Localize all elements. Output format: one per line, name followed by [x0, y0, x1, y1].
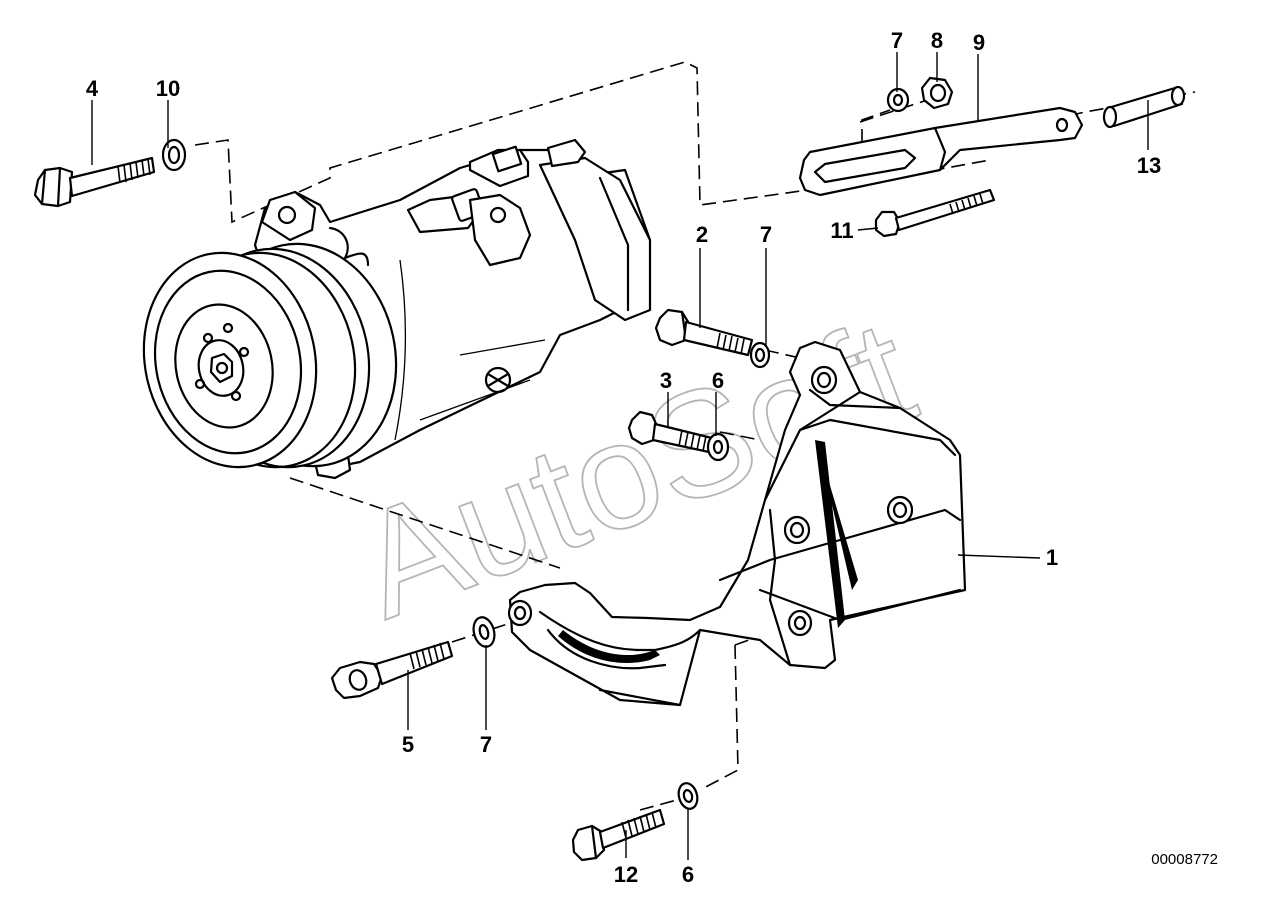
washer-6-upper [706, 432, 730, 462]
nut-8 [920, 76, 954, 110]
bolt-12 [571, 808, 666, 862]
washer-7-lower [472, 616, 496, 648]
callout-5: 5 [402, 732, 414, 757]
callout-6-upper: 6 [712, 368, 724, 393]
diagram-reference-number: 00008772 [1151, 851, 1218, 868]
callout-11: 10 [156, 76, 180, 101]
callout-3: 3 [660, 368, 672, 393]
callout-1: 1 [1046, 545, 1058, 570]
ac-compressor [142, 138, 652, 480]
washer-11 [161, 138, 187, 172]
washer-6-lower [677, 782, 699, 810]
callout-9: 9 [973, 30, 985, 55]
leader-lines [91, 52, 1149, 860]
callout-2: 2 [696, 222, 708, 247]
tension-strap-9 [798, 106, 1084, 197]
washer-7-top [886, 87, 910, 113]
bolt-2 [654, 308, 754, 357]
callout-13: 13 [1137, 153, 1161, 178]
sleeve-13 [1102, 85, 1186, 129]
bolt-10 [874, 188, 996, 238]
callout-7-upper: 7 [760, 222, 772, 247]
bolt-5 [330, 640, 454, 700]
callout-8: 8 [931, 28, 943, 53]
callout-7-lower: 7 [480, 732, 492, 757]
callout-7-top: 7 [891, 28, 903, 53]
washer-7-upper [749, 341, 771, 369]
callout-12: 12 [614, 862, 638, 887]
bolt-4 [33, 156, 156, 208]
callout-10: 11 [830, 218, 853, 243]
callout-6-lower: 6 [682, 862, 694, 887]
callout-4: 4 [86, 76, 99, 101]
callout-labels: 4 10 2 7 3 6 7 8 9 13 11 1 5 7 12 6 [86, 28, 1161, 887]
main-bracket [507, 340, 967, 707]
